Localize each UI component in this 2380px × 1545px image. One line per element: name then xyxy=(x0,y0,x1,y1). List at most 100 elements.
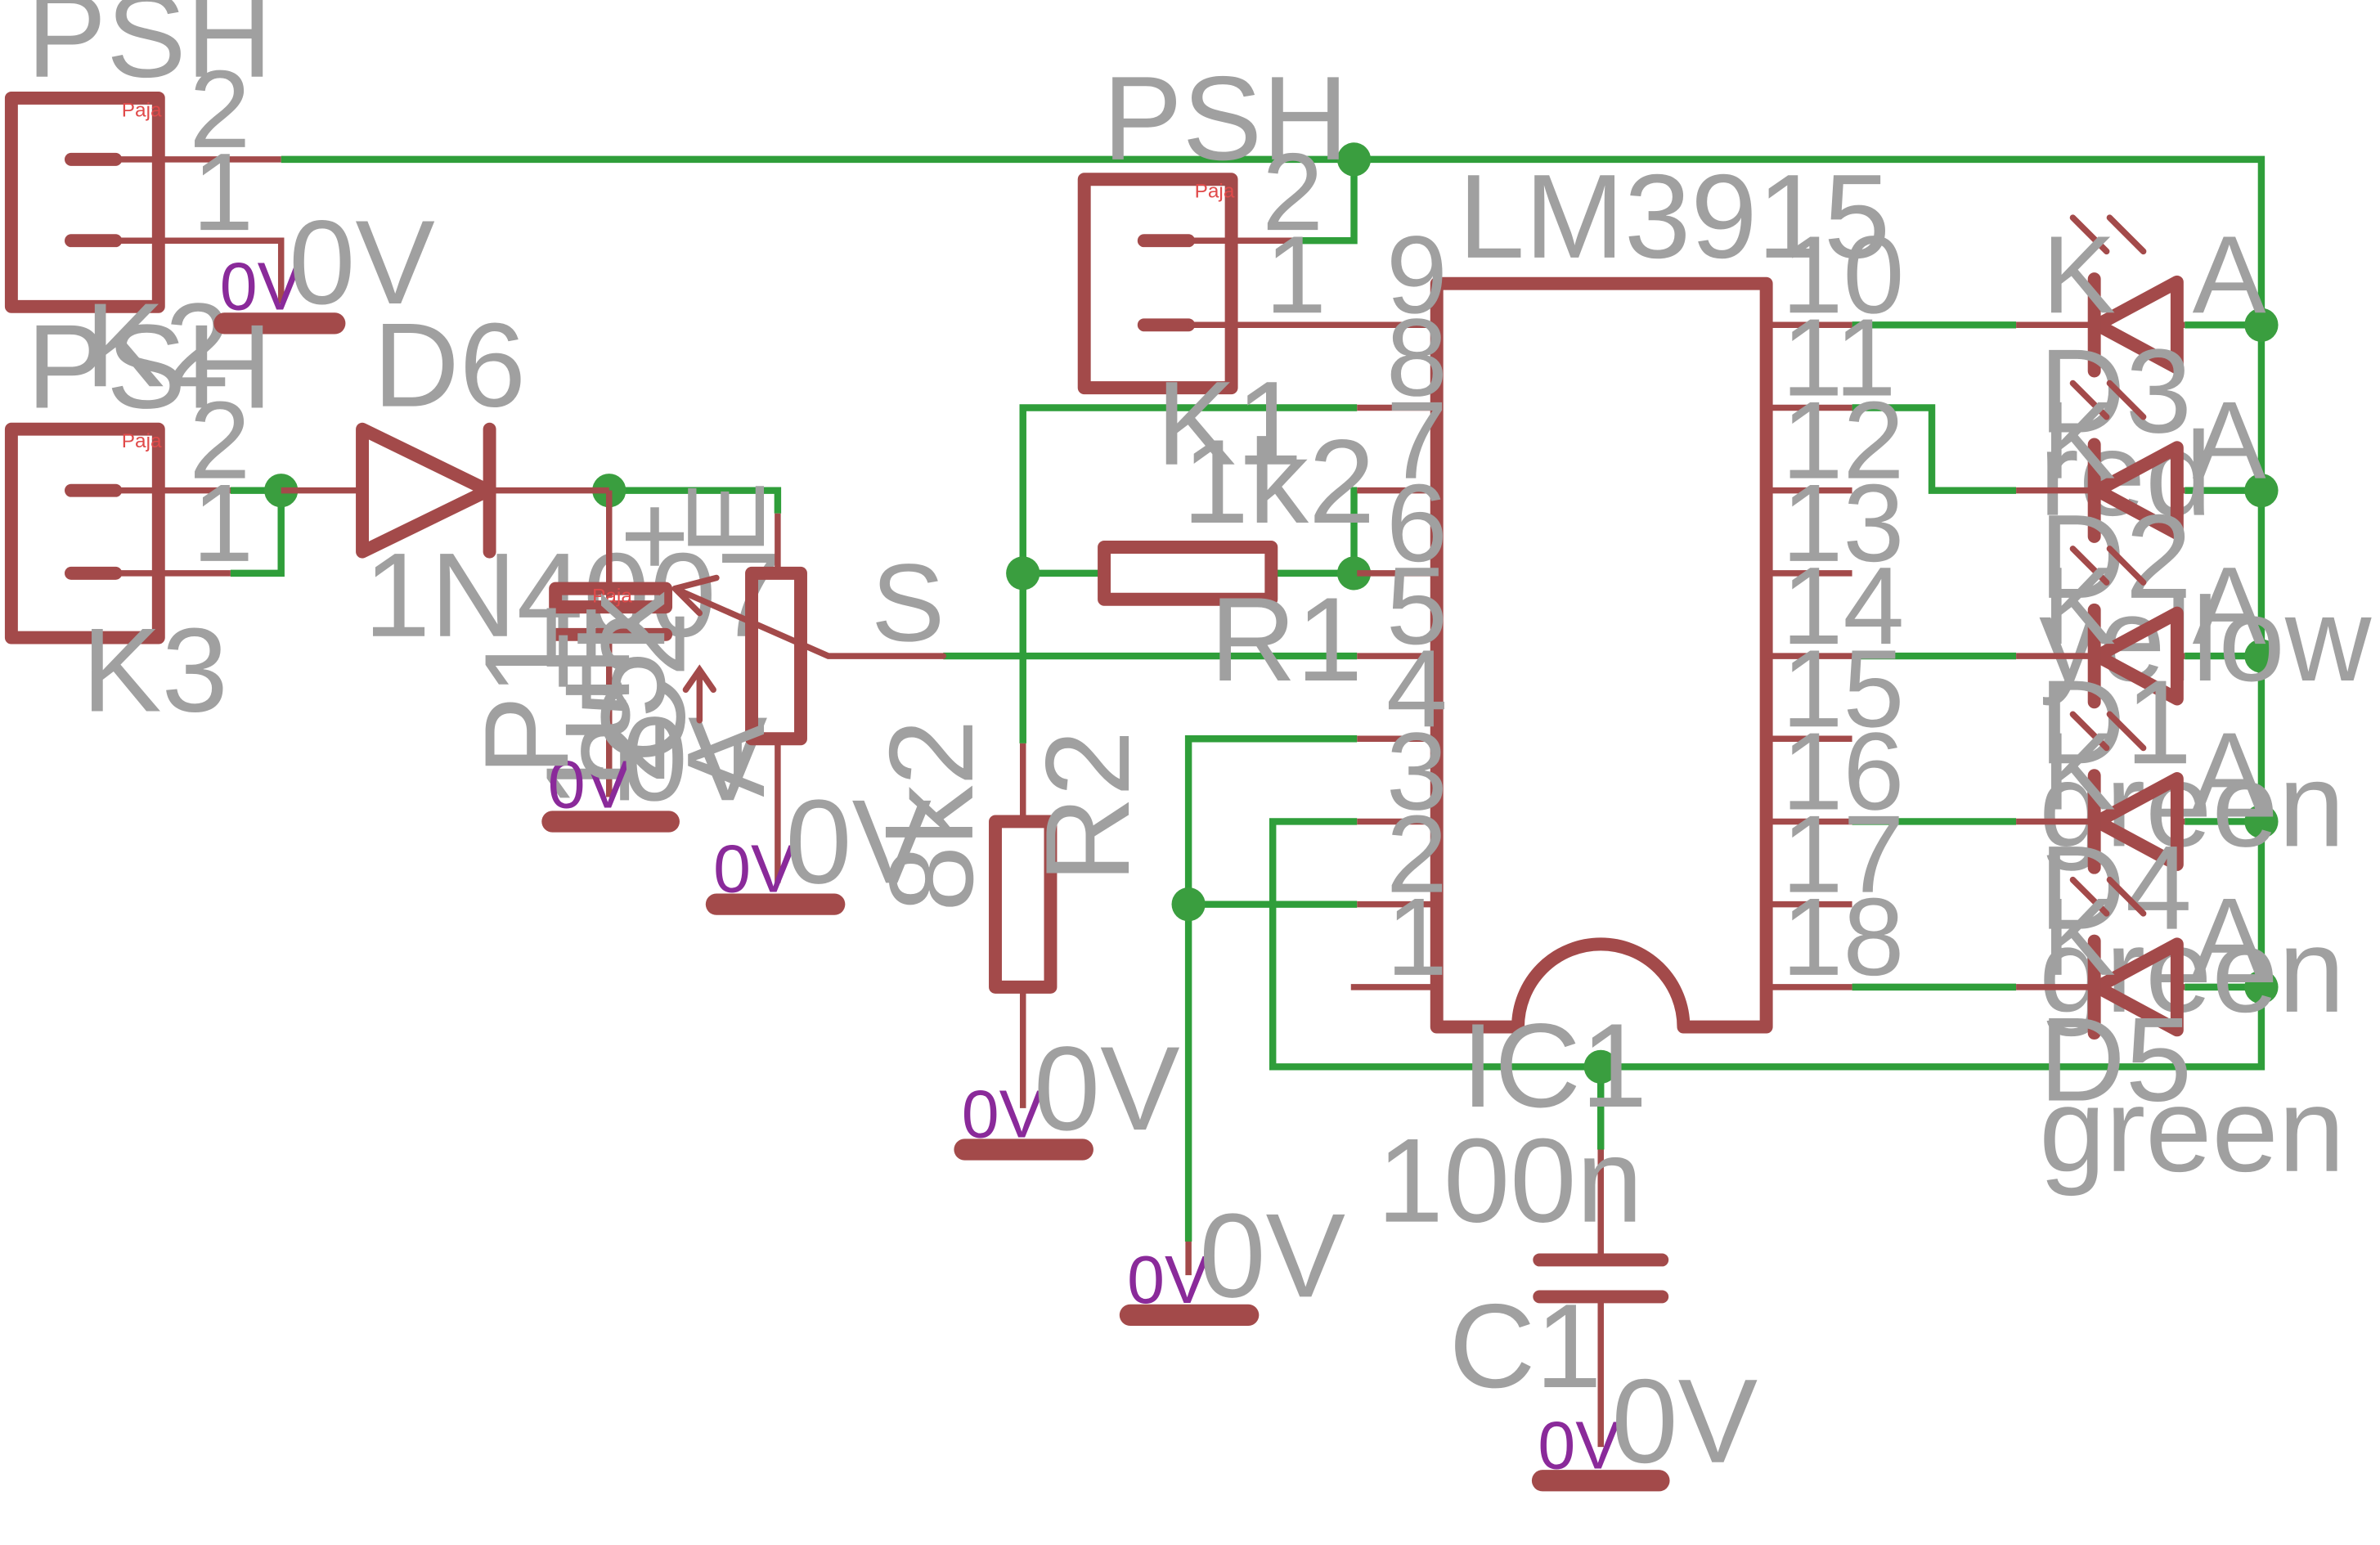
potentiometer-wiper xyxy=(671,585,947,659)
ground-net-label: 0V xyxy=(1538,1408,1620,1483)
connector-name-label: K3 xyxy=(82,604,228,737)
pin-number: 1 xyxy=(192,130,254,254)
capacitor-polarity: + xyxy=(620,469,689,602)
wire-pin11-led xyxy=(1852,404,2017,494)
ic-pin-number: 2 xyxy=(1386,793,1448,916)
led-light-arrows xyxy=(2069,711,2147,752)
ground-value-label: 0V xyxy=(1199,1188,1345,1322)
connector-k3: Paja PSH K3 2 1 xyxy=(4,299,273,737)
wire-led-anodes xyxy=(2185,321,2261,991)
ground-symbol: 0V 0V xyxy=(213,195,435,335)
connector-body xyxy=(4,91,165,313)
wire-r1-pin7-6 xyxy=(1273,487,1358,577)
led-light-arrows xyxy=(2069,876,2147,917)
connector-name-label: K1 xyxy=(1156,357,1303,490)
led-a-label: A xyxy=(2193,379,2266,502)
connector-body xyxy=(1077,173,1238,395)
led-a-label: A xyxy=(2193,709,2266,833)
pin-number: 2 xyxy=(189,47,250,171)
pin-number: 1 xyxy=(192,461,254,585)
resistor-body xyxy=(1098,541,1278,606)
ground-symbol: 0V 0V xyxy=(541,692,768,833)
ic-pin-number: 9 xyxy=(1386,213,1448,336)
ic-pin-number: 14 xyxy=(1781,544,1904,667)
led-light-arrows xyxy=(2069,214,2147,255)
wire-k3-pins xyxy=(230,487,285,577)
capacitor-plates xyxy=(1533,1253,1669,1304)
junction-dot xyxy=(1583,1049,1618,1084)
ic-body xyxy=(1430,276,1773,1034)
ic-part-label: LM3915 xyxy=(1458,150,1890,283)
connector-header-label: PSH xyxy=(27,0,273,102)
ic-pin-number: 6 xyxy=(1386,461,1448,585)
ic-pin-number: 3 xyxy=(1386,709,1448,833)
connector-pins xyxy=(115,487,231,577)
ic-name-label: IC1 xyxy=(1462,999,1647,1132)
ic-pin-number: 1 xyxy=(1386,875,1448,999)
potentiometer-name-label: P1 xyxy=(460,629,593,775)
led-d3: K A D3 red xyxy=(2016,213,2266,541)
capacitor-c1: 100n C1 xyxy=(1377,1114,1669,1448)
wire-pin8-r2 xyxy=(1019,404,1358,743)
led-light-arrows xyxy=(2069,546,2147,586)
led-triangle xyxy=(2090,275,2184,375)
wire-d6-to-pot xyxy=(608,487,782,514)
resistor-value-label: 1k2 xyxy=(1183,415,1376,548)
ground-net-label: 0V xyxy=(548,748,631,823)
footprint-tag: Paja xyxy=(122,99,162,121)
ground-value-label: 0V xyxy=(1611,1354,1758,1488)
led-a-label: A xyxy=(2193,213,2266,336)
led-a-label: A xyxy=(2193,875,2266,999)
ic-pin-number: 13 xyxy=(1781,461,1904,585)
led-name-label: D5 xyxy=(2039,993,2192,1126)
diode-triangle xyxy=(356,422,495,559)
potentiometer-pin-a-label: A xyxy=(664,723,788,797)
wires xyxy=(230,155,2265,1242)
junction-dot xyxy=(2244,804,2279,839)
led-k-label: K xyxy=(2042,544,2116,667)
resistor-name-label: R2 xyxy=(1021,730,1154,883)
capacitor-value-label: 1uF xyxy=(521,604,654,810)
capacitor-c2: + Paja 1uF C2 xyxy=(521,469,709,810)
connector-contacts xyxy=(65,483,123,580)
ground-symbol: 0V 0V xyxy=(1119,1188,1345,1327)
ic-pin-number: 16 xyxy=(1781,709,1904,833)
ic-lm3915: LM3915 IC1 9 8 7 6 5 4 3 2 1 10 11 12 13… xyxy=(1350,150,1904,1132)
ic-pin-number: 10 xyxy=(1781,213,1904,336)
pin-number: 1 xyxy=(1265,213,1327,336)
ground-symbol: 0V 0V xyxy=(705,775,932,915)
ic-left-pins xyxy=(1350,321,1437,990)
ground-value-label: 0V xyxy=(1034,1022,1180,1155)
ground-value-label: 0V xyxy=(785,775,932,908)
potentiometer-arrowhead xyxy=(671,574,720,617)
diode-name-label: D6 xyxy=(373,299,526,432)
pin-number: 2 xyxy=(1262,130,1323,254)
connector-header-label: PSH xyxy=(27,299,273,433)
led-triangle xyxy=(2090,772,2184,871)
wire-pin4-ground xyxy=(1184,735,1358,1242)
led-d5: K A D5 green xyxy=(2016,875,2345,1197)
ic-pin-number: 15 xyxy=(1781,627,1904,750)
capacitor-value-label: 100n xyxy=(1377,1114,1643,1247)
ic-pin-number: 18 xyxy=(1781,875,1904,999)
resistor-r1: 1k2 R1 xyxy=(1098,415,1376,706)
led-triangle xyxy=(2090,606,2184,706)
led-k-label: K xyxy=(2042,709,2116,833)
resistor-value-label: 8k2 xyxy=(864,719,998,912)
ic-pin-number: 12 xyxy=(1781,379,1904,502)
ic-pin-number: 5 xyxy=(1386,544,1448,667)
ground-symbol: 0V 0V xyxy=(1531,1354,1758,1492)
led-k-label: K xyxy=(2042,379,2116,502)
led-light-arrows xyxy=(2069,380,2147,420)
connector-body xyxy=(4,422,165,644)
potentiometer-body xyxy=(745,566,807,746)
ground-value-label: 0V xyxy=(289,195,435,329)
junctions xyxy=(264,142,2279,1084)
connector-pins xyxy=(115,156,285,304)
footprint-tag: Paja xyxy=(122,430,162,452)
connector-contacts xyxy=(1137,234,1196,332)
footprint-tag: Paja xyxy=(592,585,632,607)
resistor-body xyxy=(989,815,1058,994)
potentiometer-value-label: 25k xyxy=(556,591,689,785)
